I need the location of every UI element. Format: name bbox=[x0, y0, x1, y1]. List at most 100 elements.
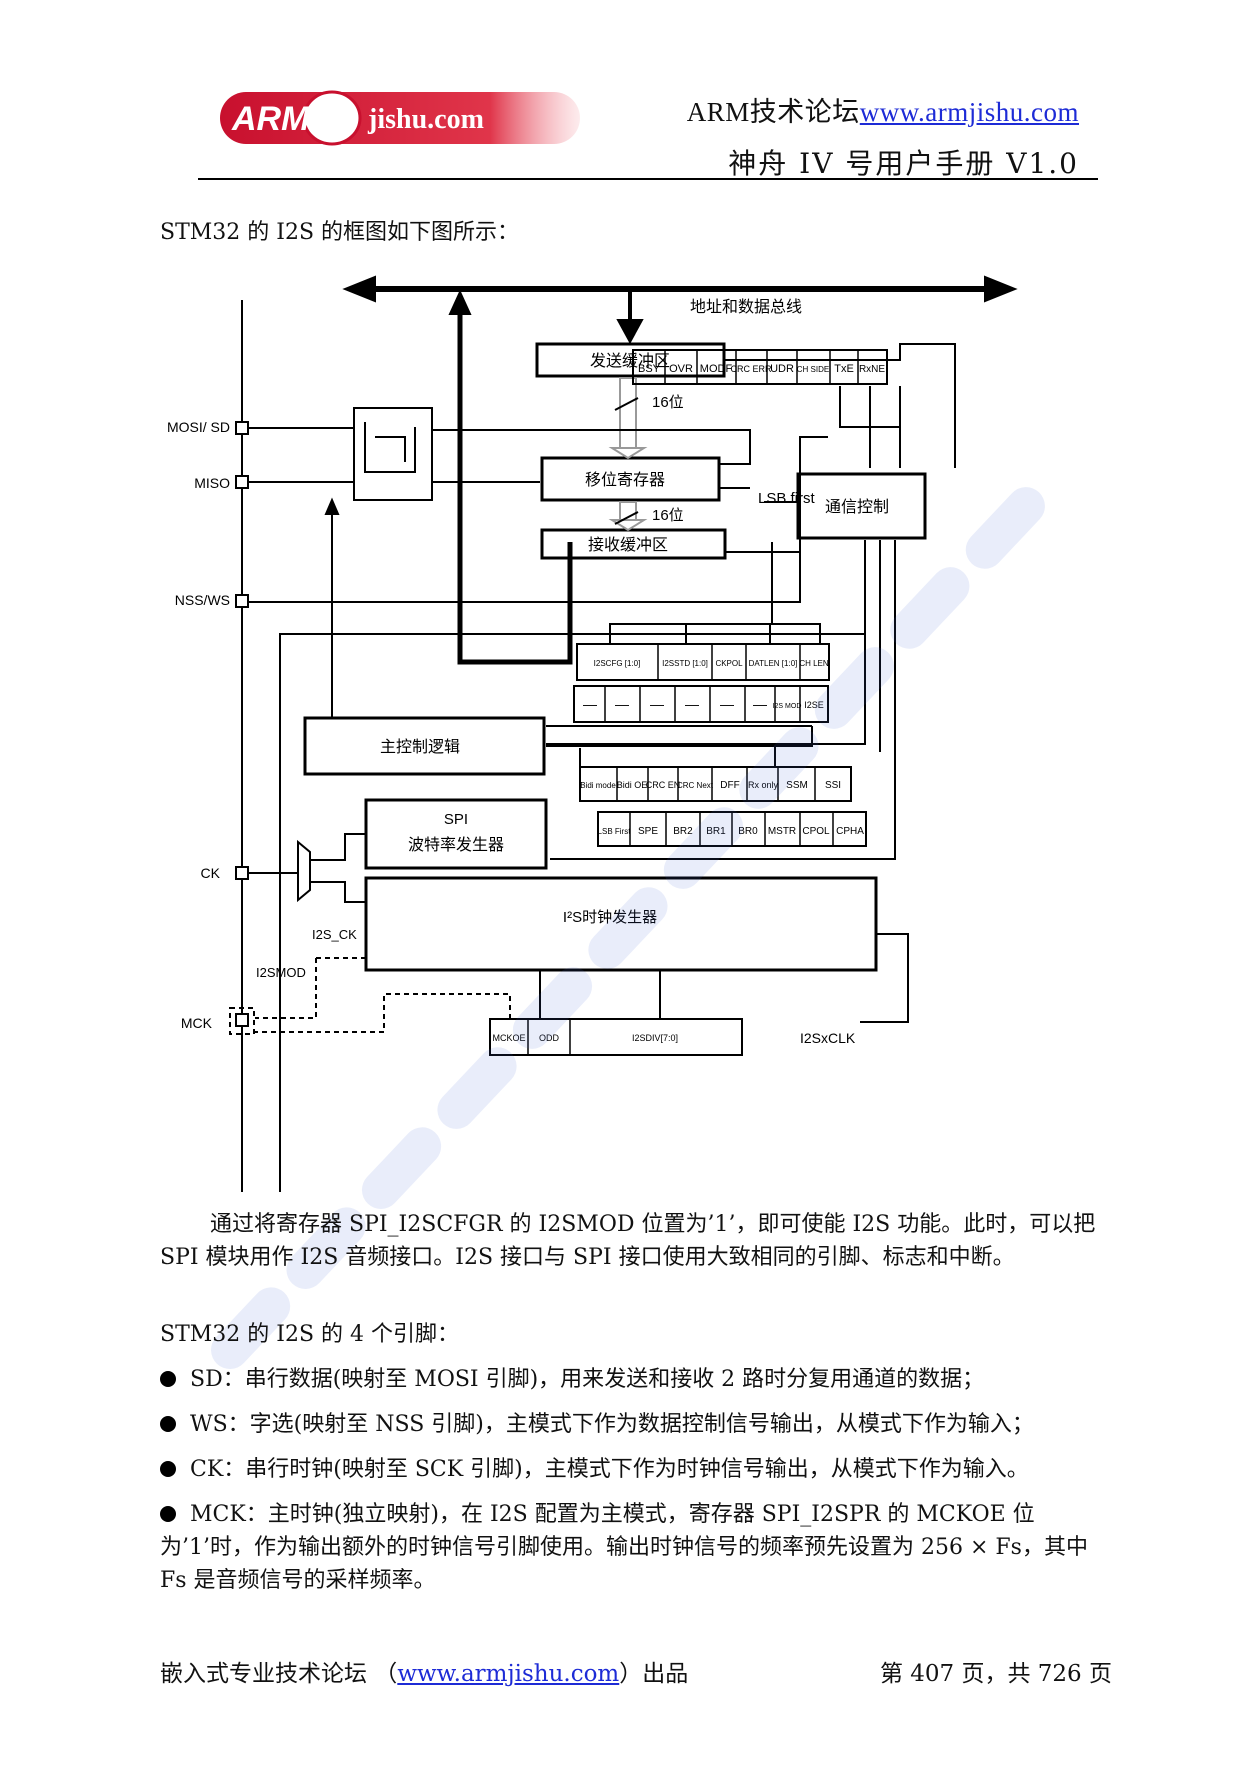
header-forum-link[interactable]: www.armjishu.com bbox=[859, 97, 1079, 127]
bullet-mck: MCK：主时钟(独立映射)，在 I2S 配置为主模式，寄存器 SPI_I2SPR… bbox=[160, 1502, 1088, 1593]
br1-bit: BR1 bbox=[706, 826, 726, 837]
i2scfgr-register-row2 bbox=[573, 685, 829, 723]
spi-subtitle-label: 波特率发生器 bbox=[408, 836, 504, 854]
status-bit-bsy: BSY bbox=[638, 363, 661, 375]
footer-link[interactable]: www.armjishu.com bbox=[397, 1661, 620, 1687]
i2se-bit: I2SE bbox=[804, 700, 824, 710]
cr1-register-row1 bbox=[579, 766, 852, 802]
status-bit-modf: MODF bbox=[700, 363, 733, 375]
i2s-block-diagram: 地址和数据总线 发送缓冲区 移位寄存器 接收缓冲区 16位 16位 LSB fi… bbox=[167, 275, 1018, 1192]
header-divider bbox=[198, 178, 1098, 180]
master-control-logic-box bbox=[303, 716, 546, 776]
io-mux-box bbox=[353, 407, 433, 501]
header-forum: ARM技术论坛www.armjishu.com bbox=[687, 90, 1079, 129]
pin-miso-box bbox=[235, 475, 249, 489]
rx-buffer-box bbox=[540, 528, 727, 560]
reserved-bit: — bbox=[685, 696, 699, 712]
i2sstd-bit: I2SSTD [1:0] bbox=[662, 659, 708, 668]
bus-arrow-right bbox=[984, 275, 1018, 303]
status-bit-crcerr: CRC ERR bbox=[730, 364, 772, 374]
reserved-bit: — bbox=[650, 696, 664, 712]
footer-page-info: 第 407 页，共 726 页 bbox=[879, 1661, 1112, 1687]
status-bit-chside: CH SIDE bbox=[797, 365, 829, 374]
br2-bit: BR2 bbox=[673, 826, 693, 837]
bus-label: 地址和数据总线 bbox=[690, 298, 802, 316]
status-register bbox=[632, 349, 888, 385]
mstr-bit: MSTR bbox=[768, 826, 796, 837]
i2smod-bit: I2S MOD bbox=[773, 703, 802, 710]
i2s-clock-label: I²S时钟发生器 bbox=[563, 909, 657, 926]
i2s-ck-label: I2S_CK bbox=[312, 927, 357, 942]
cpha-bit: CPHA bbox=[836, 826, 864, 837]
bullet-dot bbox=[160, 1506, 176, 1522]
chlen-bit: CH LEN bbox=[799, 659, 829, 668]
rxonly-bit: Rx only bbox=[748, 780, 779, 790]
reserved-bit: — bbox=[583, 696, 597, 712]
bullet-dot bbox=[160, 1461, 176, 1477]
armjishu-logo: ARM jishu.com bbox=[220, 90, 580, 146]
lsb-first-label: LSB first bbox=[758, 490, 816, 507]
i2spr-register bbox=[489, 1018, 743, 1056]
header-manual-title: 神舟 IV 号用户手册 V1.0 bbox=[728, 147, 1079, 180]
bits-top-label: 16位 bbox=[652, 394, 684, 411]
ssi-bit: SSI bbox=[825, 780, 841, 791]
intro-text: STM32 的 I2S 的框图如下图所示： bbox=[160, 220, 520, 245]
status-bit-txe: TxE bbox=[834, 363, 854, 375]
crcen-bit: CRC EN bbox=[646, 780, 681, 790]
paragraph-pins-heading: STM32 的 I2S 的 4 个引脚： bbox=[160, 1322, 459, 1347]
mckoe-bit: MCKOE bbox=[492, 1033, 525, 1043]
shift-register-label: 移位寄存器 bbox=[585, 471, 665, 489]
bus-arrow-left bbox=[342, 275, 376, 303]
shift-register-box bbox=[540, 456, 721, 502]
bullet-ws: WS：字选(映射至 NSS 引脚)，主模式下作为数据控制信号输出，从模式下作为输… bbox=[160, 1408, 1110, 1441]
tx-buffer-label: 发送缓冲区 bbox=[590, 352, 670, 370]
reserved-bit: — bbox=[720, 696, 734, 712]
i2smod-label: I2SMOD bbox=[256, 965, 306, 980]
comm-control-label: 通信控制 bbox=[825, 498, 889, 516]
lsbfirst-bit: LSB First bbox=[598, 827, 632, 836]
pin-mck-label: MCK bbox=[181, 1015, 213, 1031]
datlen-bit: DATLEN [1:0] bbox=[749, 659, 798, 668]
reserved-bit: — bbox=[753, 696, 767, 712]
i2sxclk-label: I2SxCLK bbox=[800, 1030, 856, 1046]
pin-ck-box bbox=[235, 866, 249, 880]
i2scfgr-register bbox=[576, 643, 830, 681]
master-logic-label: 主控制逻辑 bbox=[380, 738, 460, 756]
pin-mosi-box bbox=[235, 421, 249, 435]
header-forum-label: ARM技术论坛 bbox=[686, 97, 860, 127]
ssm-bit: SSM bbox=[786, 780, 808, 791]
status-bit-ovr: OVR bbox=[669, 363, 693, 375]
tx-buffer-box bbox=[535, 342, 726, 378]
pin-miso-label: MISO bbox=[194, 475, 230, 491]
spe-bit: SPE bbox=[638, 826, 658, 837]
pin-mck-box bbox=[235, 1013, 249, 1027]
pin-mosi-label: MOSI/ SD bbox=[167, 419, 230, 435]
cpol-bit: CPOL bbox=[802, 826, 830, 837]
footer-forum: 嵌入式专业技术论坛 （www.armjishu.com）出品 bbox=[160, 1661, 689, 1687]
status-bit-rxne: RxNE bbox=[859, 364, 885, 375]
svg-text:jishu.com: jishu.com bbox=[367, 104, 484, 135]
paragraph-i2smod: 通过将寄存器 SPI_I2SCFGR 的 I2SMOD 位置为’1’，即可使能 … bbox=[160, 1212, 1096, 1270]
ckpol-bit: CKPOL bbox=[715, 659, 743, 668]
crcnext-bit: CRC Next bbox=[677, 781, 714, 790]
rx-buffer-label: 接收缓冲区 bbox=[588, 536, 668, 554]
ck-mux bbox=[297, 839, 311, 903]
pin-ck-label: CK bbox=[201, 865, 221, 881]
pin-nss-box bbox=[235, 594, 249, 608]
bidimode-bit: Bidi mode bbox=[580, 781, 616, 790]
bidioe-bit: Bidi OE bbox=[617, 780, 648, 790]
br0-bit: BR0 bbox=[738, 826, 758, 837]
pin-nss-label: NSS/WS bbox=[175, 592, 230, 608]
bullet-dot bbox=[160, 1416, 176, 1432]
reserved-bit: — bbox=[615, 696, 629, 712]
bits-bottom-label: 16位 bbox=[652, 507, 684, 524]
i2sdiv-bit: I2SDIV[7:0] bbox=[632, 1033, 678, 1043]
spi-title-label: SPI bbox=[444, 811, 468, 828]
i2s-clock-generator-box bbox=[364, 876, 878, 972]
comm-control-box bbox=[796, 472, 927, 540]
bullet-dot bbox=[160, 1371, 176, 1387]
bullet-sd: SD：串行数据(映射至 MOSI 引脚)，用来发送和接收 2 路时分复用通道的数… bbox=[160, 1363, 1110, 1396]
odd-bit: ODD bbox=[539, 1033, 560, 1043]
bullet-ck: CK：串行时钟(映射至 SCK 引脚)，主模式下作为时钟信号输出，从模式下作为输… bbox=[160, 1453, 1110, 1486]
logo-text: ARM bbox=[231, 100, 310, 138]
